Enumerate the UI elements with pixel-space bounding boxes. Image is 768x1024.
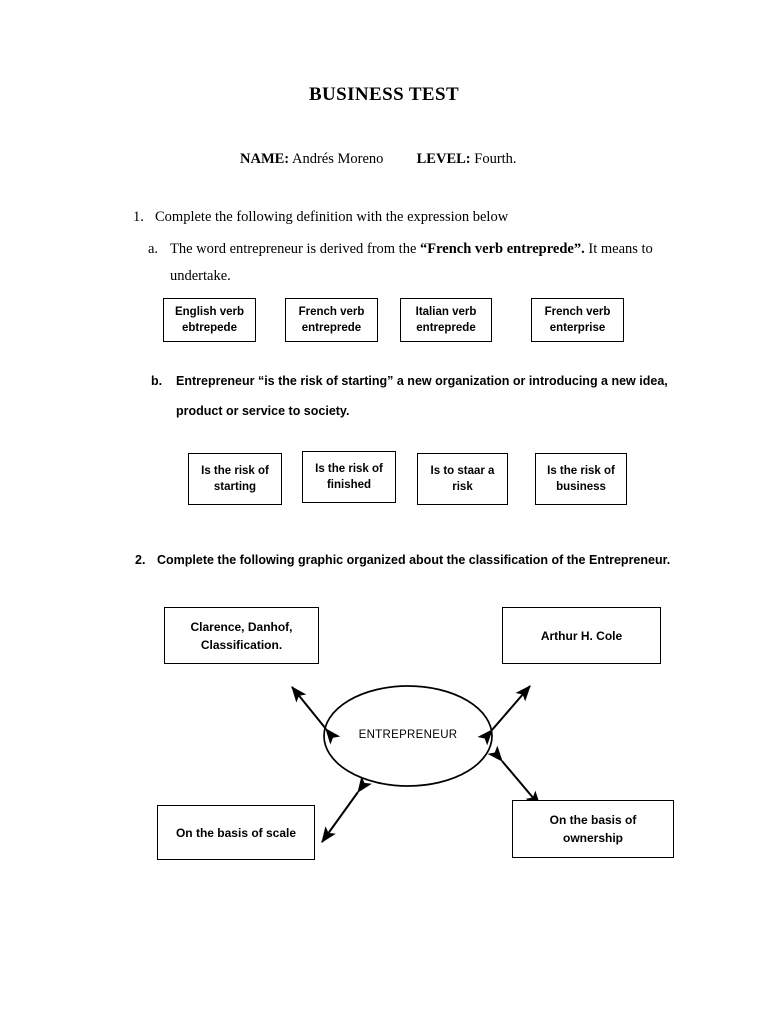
connector-top-left: [291, 686, 341, 745]
diagram-node-clarence-danhof-line2: Classification.: [200, 637, 283, 652]
question-1b-marker: b.: [151, 374, 163, 388]
diagram-connectors-layer: [291, 685, 541, 843]
diagram-node-basis-of-ownership-line1: On the basis of: [549, 813, 637, 827]
option-box-1b-2-line1: Is the risk of: [315, 463, 383, 475]
option-box-1b-4-line2: business: [556, 481, 606, 493]
diagram-node-clarence-danhof-line1: Clarence, Danhof,: [190, 619, 293, 634]
diagram-node-basis-of-scale[interactable]: On the basis of scale: [157, 805, 315, 860]
option-box-1a-3-line2: entreprede: [416, 322, 476, 334]
diagram-node-basis-of-ownership[interactable]: On the basis of ownership: [512, 800, 674, 858]
option-box-1a-4-line2: enterprise: [549, 322, 606, 334]
option-box-1b-1-line2: starting: [213, 481, 257, 493]
diagram-node-arthur-cole[interactable]: Arthur H. Cole: [502, 607, 661, 664]
question-1a-marker: a.: [148, 241, 159, 257]
question-1a-answer-phrase: “French verb entreprede”.: [420, 241, 585, 257]
question-1-text: Complete the following definition with t…: [155, 209, 509, 225]
question-1a-text-before: The word entrepreneur is derived from th…: [170, 241, 421, 257]
option-box-1a-1-line2: ebtrepede: [182, 322, 237, 334]
option-box-1b-1[interactable]: Is the risk of starting: [188, 453, 282, 505]
entrepreneur-classification-diagram: ENTREPRENEUR Clarence, Danhof, Classific…: [140, 590, 700, 890]
option-box-1b-4-line1: Is the risk of: [547, 465, 615, 477]
option-box-1b-4[interactable]: Is the risk of business: [535, 453, 627, 505]
option-box-1b-3[interactable]: Is to staar a risk: [417, 453, 508, 505]
option-box-1b-3-line2: risk: [452, 481, 473, 493]
option-box-1a-2-line1: French verb: [298, 306, 365, 318]
connector-bottom-left: [321, 776, 372, 843]
option-box-1a-1[interactable]: English verb ebtrepede: [163, 298, 256, 342]
diagram-node-basis-of-ownership-line2: ownership: [562, 831, 623, 845]
option-box-1a-1-line1: English verb: [174, 306, 245, 318]
name-value: Andrés Moreno: [291, 151, 384, 167]
diagram-node-arthur-cole-line1: Arthur H. Cole: [540, 628, 623, 643]
option-box-1a-2-line2: entreprede: [301, 322, 362, 334]
connector-bottom-right: [487, 745, 541, 807]
diagram-node-basis-of-scale-line1: On the basis of scale: [175, 825, 297, 840]
option-box-1b-2-line2: finished: [326, 479, 372, 491]
option-box-1b-1-line1: Is the risk of: [201, 465, 269, 477]
student-info-line: NAME: Andrés Moreno LEVEL: Fourth.: [240, 151, 517, 168]
question-1b: b. Entrepreneur “is the risk of starting”…: [151, 366, 686, 426]
page-title: BUSINESS TEST: [308, 84, 460, 105]
option-box-1a-2[interactable]: French verb entreprede: [285, 298, 378, 342]
connector-top-right: [477, 685, 531, 746]
question-1b-text: Entrepreneur “is the risk of starting” a…: [176, 374, 668, 418]
option-box-1a-3-line1: Italian verb: [415, 306, 477, 318]
level-label: LEVEL:: [416, 151, 471, 167]
question-1a: a. The word entrepreneur is derived from …: [148, 236, 690, 290]
question-2-prompt: 2. Complete the following graphic organiz…: [135, 553, 670, 567]
option-box-1a-4-line1: French verb: [544, 306, 611, 318]
question-1-number: 1.: [133, 209, 144, 225]
diagram-node-clarence-danhof[interactable]: Clarence, Danhof, Classification.: [164, 607, 319, 664]
option-box-1b-3-line1: Is to staar a: [430, 465, 495, 477]
question-1-prompt: 1. Complete the following definition with…: [133, 209, 508, 226]
question-2-number: 2.: [135, 553, 146, 567]
name-label: NAME:: [240, 151, 290, 167]
option-box-1a-3[interactable]: Italian verb entreprede: [400, 298, 492, 342]
option-box-1b-2[interactable]: Is the risk of finished: [302, 451, 396, 503]
question-1a-text-after: It means to undertake.: [170, 241, 653, 284]
question-2-text: Complete the following graphic organized…: [157, 553, 671, 567]
option-box-1a-4[interactable]: French verb enterprise: [531, 298, 624, 342]
level-value: Fourth.: [474, 151, 517, 167]
entrepreneur-center-label: ENTREPRENEUR: [358, 729, 458, 741]
